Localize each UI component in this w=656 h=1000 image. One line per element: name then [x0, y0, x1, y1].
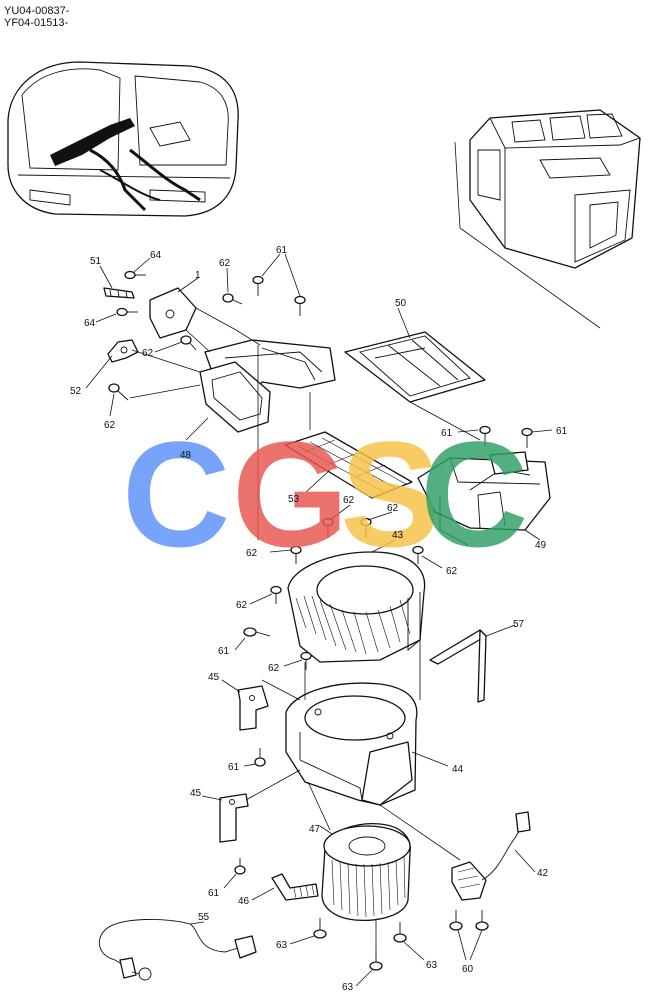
- label-63: 63: [342, 982, 354, 993]
- label-43: 43: [392, 530, 404, 541]
- part-57-gasket: [429, 624, 516, 703]
- part-45-bracket-lower: [219, 793, 249, 843]
- part-45-bracket-upper: [237, 685, 269, 731]
- hvac-unit-illustration: [454, 109, 641, 329]
- part-52-hook: [107, 339, 139, 363]
- label-63: 63: [426, 960, 438, 971]
- label-62: 62: [104, 420, 116, 431]
- watermark: C G S C: [122, 410, 528, 578]
- part-44-lower-case: [285, 682, 449, 806]
- label-45: 45: [208, 672, 220, 683]
- model-code-2: YF04-01513-: [4, 17, 69, 29]
- part-47-blower-motor: [319, 823, 411, 921]
- label-51: 51: [90, 256, 102, 267]
- label-47: 47: [309, 824, 321, 835]
- label-45: 45: [190, 788, 202, 799]
- watermark-letter-c2: C: [420, 410, 528, 578]
- part-53-filter: [284, 431, 413, 499]
- label-61: 61: [218, 646, 230, 657]
- label-62: 62: [343, 495, 355, 506]
- label-61: 61: [556, 426, 568, 437]
- label-62: 62: [219, 258, 231, 269]
- part-51-clip: [103, 287, 135, 299]
- label-44: 44: [452, 764, 464, 775]
- label-leader-lines: [85, 253, 553, 987]
- part-43-fan-shroud: [287, 539, 426, 663]
- label-62: 62: [268, 663, 280, 674]
- label-62: 62: [246, 548, 258, 559]
- part-49-housing: [417, 451, 551, 546]
- label-62: 62: [142, 348, 154, 359]
- watermark-letter-s: S: [340, 410, 440, 578]
- label-1: 1: [195, 270, 201, 281]
- part-48-duct: [185, 339, 336, 441]
- label-48: 48: [180, 450, 192, 461]
- label-61: 61: [208, 888, 220, 899]
- model-code-1: YU04-00837-: [4, 5, 70, 17]
- label-55: 55: [198, 912, 210, 923]
- label-42: 42: [537, 868, 549, 879]
- label-50: 50: [395, 298, 407, 309]
- assembly-guide-lines: [129, 307, 481, 950]
- label-46: 46: [238, 896, 250, 907]
- label-61: 61: [228, 762, 240, 773]
- part-46-hose: [271, 873, 319, 901]
- label-57: 57: [513, 619, 525, 630]
- label-53: 53: [288, 494, 300, 505]
- label-62: 62: [446, 566, 458, 577]
- part-number-labels: 51 64 1 64 62 61 62 52 62 50 48 61 61 53…: [70, 245, 568, 993]
- fastener-screws: [108, 270, 533, 971]
- label-60: 60: [462, 964, 474, 975]
- part-55-harness: [98, 919, 257, 981]
- part-1-bracket: [149, 287, 197, 339]
- part-60-resistor: [451, 861, 487, 901]
- watermark-letter-c: C: [122, 410, 230, 578]
- part-42-harness: [481, 811, 536, 881]
- label-63: 63: [276, 940, 288, 951]
- watermark-letter-g: G: [232, 410, 349, 578]
- label-64: 64: [150, 250, 162, 261]
- label-64: 64: [84, 318, 96, 329]
- label-49: 49: [535, 540, 547, 551]
- label-52: 52: [70, 386, 82, 397]
- label-62: 62: [236, 600, 248, 611]
- label-61: 61: [441, 428, 453, 439]
- machine-cab-illustration: [7, 61, 239, 217]
- label-61: 61: [276, 245, 288, 256]
- part-50-cover: [344, 307, 486, 403]
- label-62: 62: [387, 503, 399, 514]
